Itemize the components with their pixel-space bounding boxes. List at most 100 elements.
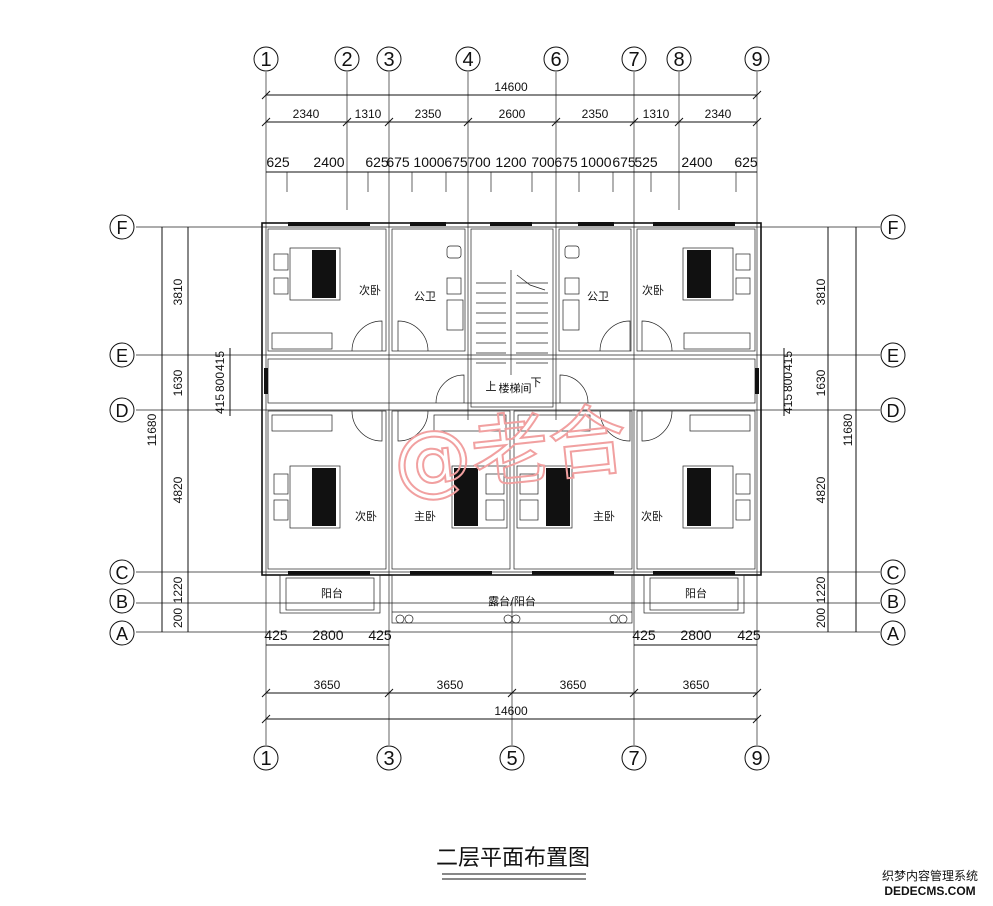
dimension-label: 700 (531, 154, 555, 170)
axis-label: F (117, 218, 128, 238)
dimension-label: 800 (213, 372, 227, 392)
axis-label: D (116, 401, 129, 421)
dimension-label: 1000 (413, 154, 444, 170)
top-dimensions: 14600 2340 1310 2350 2600 2350 1310 2340… (261, 80, 762, 192)
dimension-label: 1220 (814, 576, 828, 603)
beds (271, 247, 751, 529)
left-axis-bubbles: F E D C B A (109, 214, 135, 646)
dimension-label: 425 (368, 627, 392, 643)
room-label-balcony: 阳台 (321, 586, 343, 600)
dimension-label: 415 (213, 394, 227, 414)
corner-logo-text: 织梦内容管理系统 (882, 868, 978, 883)
dimension-label: 415 (213, 351, 227, 371)
dimension-label: 1310 (643, 107, 670, 121)
axis-bubble-3-top (376, 46, 402, 72)
axis-label: 6 (550, 49, 561, 71)
dimension-label: 625 (365, 154, 389, 170)
axis-bubble-7-top (621, 46, 647, 72)
dimension-label: 3650 (437, 678, 464, 692)
bottom-dimensions: 3650 3650 3650 3650 14600 (261, 678, 762, 724)
dimension-label: 4820 (814, 476, 828, 503)
left-dimensions: 11680 3810 1630 4820 1220 200 415 800 41… (145, 227, 231, 632)
dimension-label: 675 (386, 154, 410, 170)
axis-label: 7 (628, 748, 639, 770)
dimension-label: 1200 (495, 154, 526, 170)
dimension-label: 415 (781, 351, 795, 371)
axis-label: 2 (341, 49, 352, 71)
room-label-secondary-bedroom: 次卧 (641, 509, 663, 523)
bed-top-left (273, 247, 341, 301)
dimension-label: 2400 (313, 154, 344, 170)
dimension-label: 2800 (680, 627, 711, 643)
dimension-label: 675 (612, 154, 636, 170)
right-axis-bubbles: F E D C B A (880, 214, 906, 646)
dimension-label: 675 (444, 154, 468, 170)
corner-logo-url: DEDECMS.COM (884, 884, 975, 898)
dimension-label: 3810 (814, 278, 828, 305)
axis-label: E (116, 346, 128, 366)
dimension-label: 700 (467, 154, 491, 170)
axis-label: D (887, 401, 900, 421)
axis-label: 8 (673, 49, 684, 71)
bottom-axis-bubbles: 1 3 5 7 9 (253, 745, 770, 771)
axis-bubble-8-top (666, 46, 692, 72)
dimension-label: 14600 (494, 704, 528, 718)
bathroom-fixtures (446, 245, 580, 331)
axis-label: 3 (383, 49, 394, 71)
dimension-label: 3810 (171, 278, 185, 305)
dimension-label: 625 (266, 154, 290, 170)
axis-bubble-1-top (253, 46, 279, 72)
bed-top-right (682, 247, 751, 301)
dimension-label: 2350 (415, 107, 442, 121)
dimension-label: 2600 (499, 107, 526, 121)
dimension-label: 3650 (683, 678, 710, 692)
dimension-label: 1630 (814, 369, 828, 396)
room-label-secondary-bedroom: 次卧 (642, 283, 664, 297)
dimension-label: 200 (814, 608, 828, 628)
vertical-axis-lines (265, 72, 758, 745)
horizontal-axis-lines (136, 226, 880, 633)
dimension-label: 2340 (705, 107, 732, 121)
balconies (279, 574, 745, 624)
top-axis-bubbles: 1 2 3 4 6 7 8 9 (253, 46, 770, 72)
bed-bottom-left (273, 465, 341, 529)
room-label-terrace: 露台/阳台 (488, 594, 536, 608)
dimension-label: 3650 (314, 678, 341, 692)
stair-down-label: 下 (531, 376, 542, 389)
dimension-label: 425 (632, 627, 656, 643)
bed-master-right (516, 465, 573, 529)
axis-label: F (888, 218, 899, 238)
axis-bubble-4-top (455, 46, 481, 72)
dimension-label: 1310 (355, 107, 382, 121)
axis-label: E (887, 346, 899, 366)
staircase (476, 270, 548, 375)
axis-label: C (887, 563, 900, 583)
room-label-master-bedroom: 主卧 (414, 510, 436, 523)
axis-label: 1 (260, 49, 271, 71)
room-label-secondary-bedroom: 次卧 (359, 283, 381, 297)
axis-label: 9 (751, 49, 762, 71)
axis-label: B (887, 592, 899, 612)
axis-label: A (887, 624, 899, 644)
room-label-secondary-bedroom: 次卧 (355, 509, 377, 523)
axis-label: 5 (506, 748, 517, 770)
dimension-label: 3650 (560, 678, 587, 692)
axis-label: A (116, 624, 128, 644)
dimension-label: 415 (781, 394, 795, 414)
axis-label: 1 (260, 748, 271, 770)
dimension-label: 2340 (293, 107, 320, 121)
axis-label: 4 (462, 49, 473, 71)
bed-master-left (451, 465, 508, 529)
dimension-label: 800 (781, 372, 795, 392)
bed-bottom-right (682, 465, 751, 529)
dimension-label: 11680 (145, 413, 159, 446)
dimension-label: 425 (264, 627, 288, 643)
drawing-title: 二层平面布置图 (436, 846, 590, 871)
dimension-label: 2350 (582, 107, 609, 121)
axis-label: 7 (628, 49, 639, 71)
dimension-label: 525 (634, 154, 658, 170)
dimension-label: 1630 (171, 369, 185, 396)
dimension-label: 200 (171, 608, 185, 628)
axis-bubble-9-top (744, 46, 770, 72)
